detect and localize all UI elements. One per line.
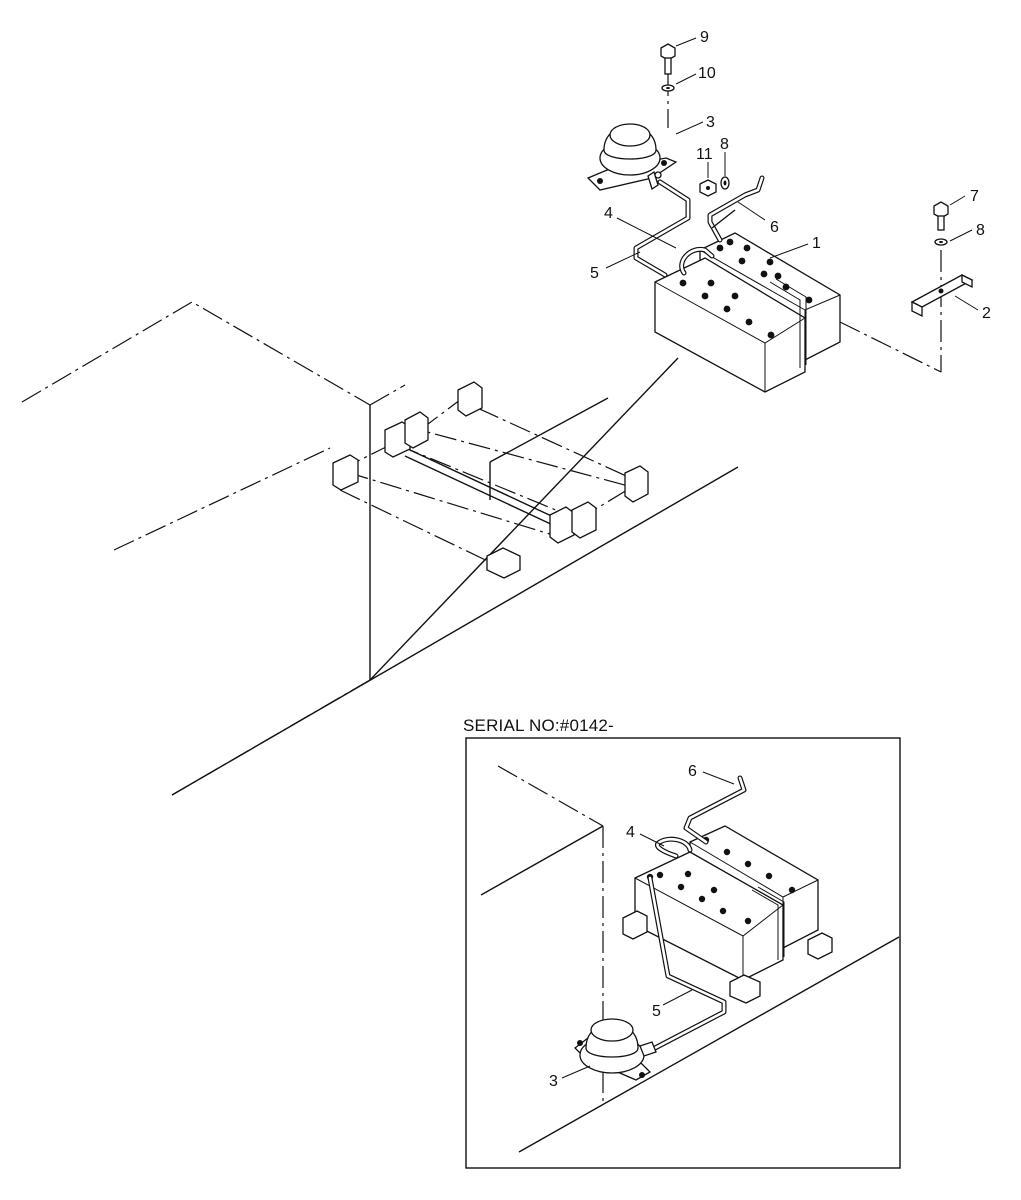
inset-callout-5: 5 (652, 1003, 661, 1020)
callout-8-upper: 8 (720, 136, 729, 153)
cables-main (633, 175, 765, 278)
callout-4: 4 (604, 205, 613, 222)
leader-lines-inset (561, 771, 735, 1079)
nut-part-11 (699, 179, 717, 197)
hold-down-bracket-part-2 (910, 273, 974, 318)
callout-6: 6 (770, 219, 779, 236)
battery-tray (332, 381, 649, 579)
battery-cells (679, 238, 813, 339)
callout-numbers-inset: 6 4 5 3 (549, 763, 697, 1090)
tray-bracket (332, 381, 649, 579)
cables-inset (647, 775, 747, 1051)
inset-callout-3: 3 (549, 1073, 558, 1090)
inset-callout-4: 4 (626, 824, 635, 841)
serial-number-label: SERIAL NO:#0142- (463, 716, 614, 735)
callout-7: 7 (970, 188, 979, 205)
battery-main (654, 232, 841, 393)
inset-view: 6 4 5 3 (465, 737, 901, 1169)
washer-part-10 (661, 84, 675, 92)
washer-part-8a (720, 176, 730, 190)
callout-5: 5 (590, 265, 599, 282)
callout-10: 10 (698, 65, 716, 82)
bolt-part-7 (933, 201, 949, 231)
inset-frame (465, 737, 901, 1169)
callout-numbers-main: 9 10 3 11 8 4 6 1 5 7 8 2 (590, 29, 991, 322)
callout-1: 1 (812, 235, 821, 252)
callout-11: 11 (696, 146, 713, 163)
machine-body-outline (21, 301, 739, 796)
callout-8-right: 8 (976, 222, 985, 239)
battery-relay-inset (574, 1018, 657, 1081)
main-view: 9 10 3 11 8 4 6 1 5 7 8 2 (21, 29, 991, 796)
bolt-part-9 (660, 43, 676, 128)
washer-part-8b (934, 238, 948, 246)
battery-inset (622, 825, 833, 1004)
battery-relay-main (586, 123, 678, 191)
callout-2: 2 (982, 305, 991, 322)
leader-lines-main (605, 37, 979, 311)
callout-9: 9 (700, 29, 709, 46)
inset-callout-6: 6 (688, 763, 697, 780)
callout-3: 3 (706, 114, 715, 131)
